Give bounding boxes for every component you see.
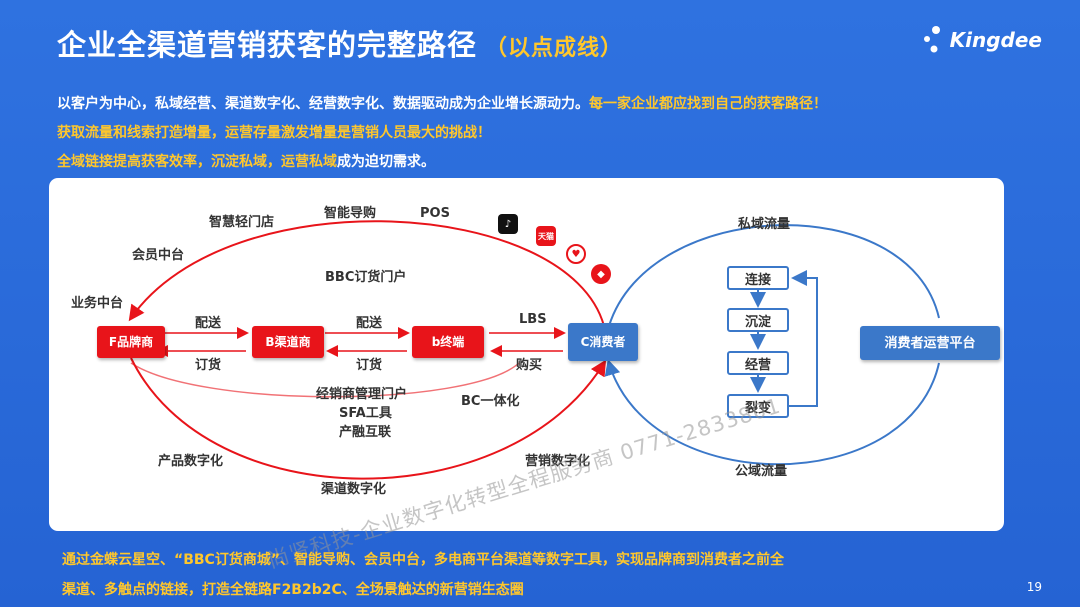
label-fintech: 产融互联 — [339, 425, 392, 440]
label-buy: 购买 — [516, 358, 543, 373]
label-bc: BC一体化 — [461, 394, 520, 409]
label-business-center: 业务中台 — [71, 296, 124, 311]
footer-text: 通过金蝶云星空、“BBC订货商城”、智能导购、会员中台，多电商平台渠道等数字工具… — [62, 545, 784, 605]
label-lbs: LBS — [519, 312, 547, 327]
blue-arc-bottom — [604, 359, 940, 466]
intro-line1-white: 以客户为中心，私域经营、渠道数字化、经营数字化、数据驱动成为企业增长源动力。 — [57, 96, 589, 112]
label-public-traffic: 公域流量 — [735, 464, 788, 479]
intro-line2: 获取流量和线索打造增量，运营存量激发增量是营销人员最大的挑战！ — [57, 125, 491, 141]
node-terminal: b终端 — [412, 326, 484, 358]
label-order-2: 订货 — [356, 358, 383, 373]
label-smart-store: 智慧轻门店 — [209, 215, 275, 230]
node-brand: F品牌商 — [97, 326, 165, 358]
label-bbc-portal: BBC订货门户 — [325, 270, 407, 285]
label-deliver-2: 配送 — [356, 316, 383, 331]
node-platform: 消费者运营平台 — [860, 326, 1000, 360]
tmall-icon: 天猫 — [536, 226, 556, 246]
tiktok-icon: ♪ — [498, 214, 518, 234]
footer-line2: 渠道、多触点的链接，打造全链路F2B2b2C、全场景触达的新营销生态圈 — [62, 582, 524, 598]
label-marketing-digital: 营销数字化 — [525, 454, 591, 469]
label-dealer-portal: 经销商管理门户 — [316, 387, 408, 402]
cycle-connect: 连接 — [727, 266, 789, 290]
blue-arc-top — [608, 224, 940, 327]
label-sfa: SFA工具 — [339, 406, 392, 421]
diagram-card: F品牌商 B渠道商 b终端 C消费者 消费者运营平台 连接 沉淀 经营 裂变 智… — [49, 178, 1004, 573]
node-consumer: C消费者 — [568, 323, 638, 361]
pinduoduo-icon: ♥ — [566, 244, 586, 264]
kingdee-logo: Kingdee — [922, 22, 1042, 58]
diagram-lines — [128, 220, 940, 480]
footer-line1: 通过金蝶云星空、“BBC订货商城”、智能导购、会员中台，多电商平台渠道等数字工具… — [62, 552, 785, 568]
page-title: 企业全渠道营销获客的完整路径 （以点成线） — [57, 22, 623, 64]
logo-text: Kingdee — [949, 28, 1042, 52]
intro-text: 以客户为中心，私域经营、渠道数字化、经营数字化、数据驱动成为企业增长源动力。每一… — [57, 90, 827, 177]
label-channel-digital: 渠道数字化 — [321, 482, 387, 497]
jd-icon: ◆ — [591, 264, 611, 284]
node-channel: B渠道商 — [252, 326, 324, 358]
label-pos: POS — [420, 206, 450, 221]
intro-line3-white: 成为迫切需求。 — [337, 154, 435, 170]
intro-line1-yellow: 每一家企业都应找到自己的获客路径！ — [589, 96, 827, 112]
label-smart-guide: 智能导购 — [324, 206, 377, 221]
label-product-digital: 产品数字化 — [158, 454, 224, 469]
label-private-traffic: 私域流量 — [738, 217, 791, 232]
title-sub: （以点成线） — [485, 36, 624, 61]
label-order-1: 订货 — [195, 358, 222, 373]
label-deliver-1: 配送 — [195, 316, 222, 331]
arc-middle — [130, 362, 520, 398]
label-member-center: 会员中台 — [132, 248, 185, 263]
arc-top — [128, 220, 605, 327]
title-main: 企业全渠道营销获客的完整路径 — [57, 28, 478, 62]
page-number: 19 — [1026, 580, 1042, 594]
intro-line3-yellow: 全域链接提高获客效率，沉淀私域，运营私域 — [57, 154, 337, 170]
arc-bottom — [130, 357, 607, 480]
cycle-settle: 沉淀 — [727, 308, 789, 332]
kingdee-dots-icon — [923, 26, 940, 53]
cycle-fission: 裂变 — [727, 394, 789, 418]
cycle-operate: 经营 — [727, 351, 789, 375]
